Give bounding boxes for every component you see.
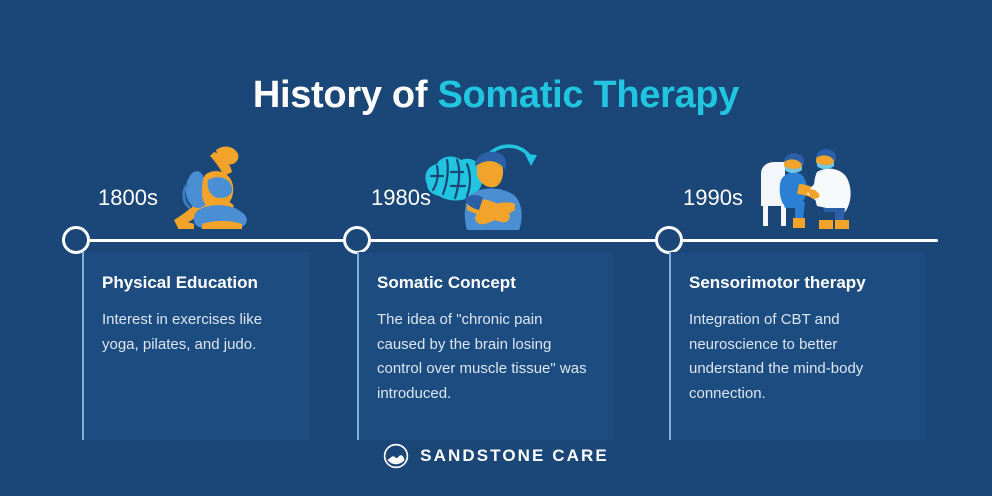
timeline-card-body-3: Integration of CBT and neuroscience to b… [689, 311, 864, 402]
timeline-card-1: Physical Education Interest in exercises… [82, 252, 310, 440]
timeline-entry-2: 1980s [357, 140, 613, 440]
timeline-year-3: 1990s [683, 185, 743, 210]
timeline-entry-3: 1990s [669, 140, 925, 440]
timeline-card-title-1: Physical Education [102, 273, 258, 292]
brain-body-connection-illustration [421, 140, 545, 232]
timeline-card-body-2: The idea of "chronic pain caused by the … [377, 311, 587, 402]
timeline-entry-1: 1800s [82, 140, 324, 440]
yoga-pose-illustration [172, 140, 258, 232]
timeline-card-body-1: Interest in exercises like yoga, pilates… [102, 311, 263, 353]
therapy-session-illustration [755, 140, 863, 232]
timeline-card-title-2: Somatic Concept [377, 273, 516, 292]
page-title-accent: Somatic Therapy [437, 74, 740, 116]
timeline-year-2: 1980s [371, 185, 431, 210]
timeline-year-1: 1800s [98, 185, 158, 210]
timeline-card-title-3: Sensorimotor therapy [689, 273, 866, 292]
page-title: History of Somatic Therapy [0, 72, 992, 118]
sandstone-care-logo-icon [383, 443, 409, 469]
timeline-node-1 [62, 226, 90, 254]
brand-name: SANDSTONE CARE [420, 446, 609, 465]
page-title-plain: History of [252, 74, 438, 116]
footer-branding: SANDSTONE CARE [0, 443, 992, 469]
timeline-card-3: Sensorimotor therapy Integration of CBT … [669, 252, 925, 440]
timeline-card-2: Somatic Concept The idea of "chronic pai… [357, 252, 613, 440]
timeline-axis [62, 239, 938, 242]
